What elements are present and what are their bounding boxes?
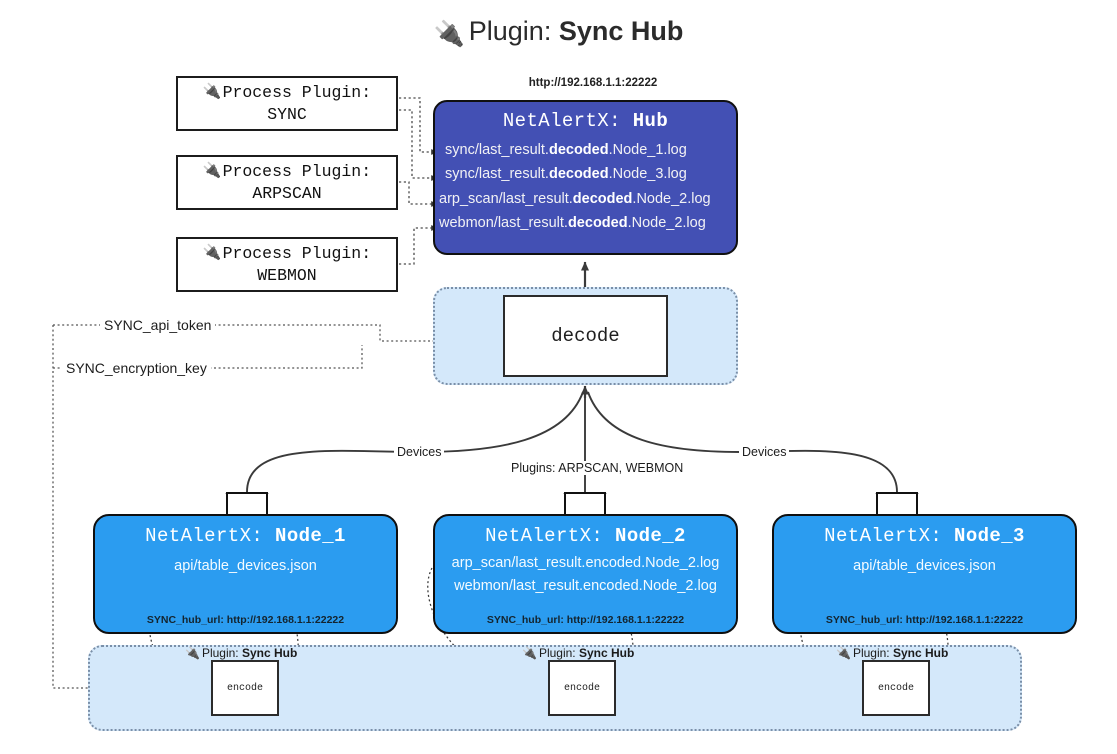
node-lines: arp_scan/last_result.encoded.Node_2.log … bbox=[435, 552, 736, 598]
plug-icon: 🔌 bbox=[836, 646, 851, 660]
plug-icon: 🔌 bbox=[433, 20, 465, 48]
hub-log-line: sync/last_result.decoded.Node_1.log bbox=[445, 142, 687, 158]
edge-label-plugins-center: Plugins: ARPSCAN, WEBMON bbox=[508, 461, 687, 475]
process-plugin-box-arpscan[interactable]: 🔌 Process Plugin: ARPSCAN bbox=[176, 155, 398, 210]
node-title-prefix: NetAlertX: bbox=[485, 525, 604, 547]
hub-node[interactable]: NetAlertX: Hub sync/last_result.decoded.… bbox=[433, 100, 738, 255]
plug-icon: 🔌 bbox=[185, 646, 200, 660]
node-title: NetAlertX: Node_2 bbox=[435, 525, 736, 547]
encode-box-node-3[interactable]: encode bbox=[862, 660, 930, 716]
hub-url-label: http://192.168.1.1:22222 bbox=[528, 77, 658, 89]
node-box-node-1[interactable]: NetAlertX: Node_1 api/table_devices.json… bbox=[93, 514, 398, 634]
hub-log-line: arp_scan/last_result.decoded.Node_2.log bbox=[439, 190, 711, 207]
plug-icon: 🔌 bbox=[202, 163, 222, 181]
node-footer: SYNC_hub_url: http://192.168.1.1:22222 bbox=[486, 614, 685, 626]
node-box-node-2[interactable]: NetAlertX: Node_2 arp_scan/last_result.e… bbox=[433, 514, 738, 634]
page-title: 🔌Plugin: Sync Hub bbox=[0, 16, 1117, 49]
edge-label-devices-right: Devices bbox=[739, 445, 790, 459]
plugin-label-node-1: 🔌Plugin: Sync Hub bbox=[185, 646, 298, 660]
sync-encryption-key-label: SYNC_encryption_key bbox=[62, 360, 211, 376]
plug-icon: 🔌 bbox=[202, 245, 222, 263]
node-line: api/table_devices.json bbox=[853, 558, 996, 574]
hub-title: NetAlertX: Hub bbox=[435, 110, 736, 132]
node-title-prefix: NetAlertX: bbox=[824, 525, 943, 547]
node-title-name: Node_2 bbox=[615, 525, 686, 547]
encode-box-node-1[interactable]: encode bbox=[211, 660, 279, 716]
hub-log-line: sync/last_result.decoded.Node_3.log bbox=[445, 166, 687, 183]
process-plugin-label: Process Plugin: bbox=[222, 244, 372, 264]
node-box-node-3[interactable]: NetAlertX: Node_3 api/table_devices.json… bbox=[772, 514, 1077, 634]
process-plugin-box-sync[interactable]: 🔌 Process Plugin: SYNC bbox=[176, 76, 398, 131]
sync-api-token-label: SYNC_api_token bbox=[100, 317, 216, 333]
hub-title-prefix: NetAlertX: bbox=[502, 110, 621, 132]
node-line: api/table_devices.json bbox=[174, 558, 317, 574]
decode-box[interactable]: decode bbox=[503, 295, 668, 377]
edge-label-devices-left: Devices bbox=[394, 445, 445, 459]
encode-box-node-2[interactable]: encode bbox=[548, 660, 616, 716]
process-plugin-box-webmon[interactable]: 🔌 Process Plugin: WEBMON bbox=[176, 237, 398, 292]
process-plugin-label: Process Plugin: bbox=[222, 83, 372, 103]
process-plugin-label: Process Plugin: bbox=[222, 162, 372, 182]
page-title-prefix: Plugin: bbox=[468, 16, 552, 46]
node-footer: SYNC_hub_url: http://192.168.1.1:22222 bbox=[146, 614, 345, 626]
plug-icon: 🔌 bbox=[202, 84, 222, 102]
node-line: arp_scan/last_result.encoded.Node_2.log bbox=[451, 555, 720, 571]
process-plugin-name: SYNC bbox=[267, 104, 307, 124]
hub-title-name: Hub bbox=[632, 110, 669, 132]
plugin-label-node-3: 🔌Plugin: Sync Hub bbox=[836, 646, 949, 660]
plug-icon: 🔌 bbox=[522, 646, 537, 660]
node-title: NetAlertX: Node_3 bbox=[774, 525, 1075, 547]
node-lines: api/table_devices.json bbox=[95, 555, 396, 578]
node-line: webmon/last_result.encoded.Node_2.log bbox=[454, 577, 717, 594]
node-lines: api/table_devices.json bbox=[774, 555, 1075, 578]
node-title-name: Node_3 bbox=[954, 525, 1025, 547]
process-plugin-name: ARPSCAN bbox=[252, 183, 322, 203]
hub-log-line: webmon/last_result.decoded.Node_2.log bbox=[439, 215, 706, 232]
process-plugin-name: WEBMON bbox=[257, 265, 317, 285]
plugin-label-node-2: 🔌Plugin: Sync Hub bbox=[522, 646, 635, 660]
node-title-prefix: NetAlertX: bbox=[145, 525, 264, 547]
page-title-name: Sync Hub bbox=[558, 16, 684, 46]
node-footer: SYNC_hub_url: http://192.168.1.1:22222 bbox=[825, 614, 1024, 626]
node-title: NetAlertX: Node_1 bbox=[95, 525, 396, 547]
node-title-name: Node_1 bbox=[275, 525, 346, 547]
